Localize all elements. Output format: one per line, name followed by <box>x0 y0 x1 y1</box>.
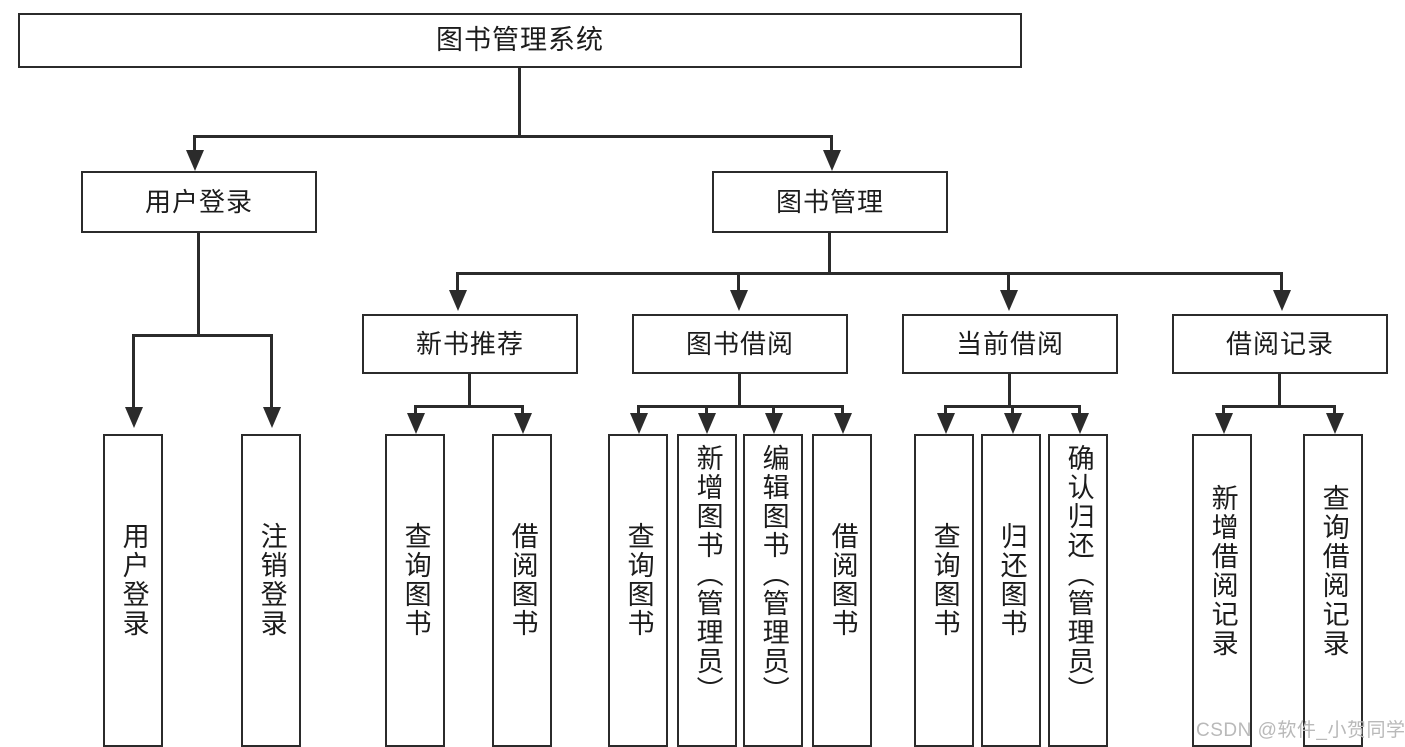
connector-bm-drop-4 <box>1280 272 1283 292</box>
connector-user-login-drop-1 <box>132 334 135 410</box>
arrow-icon-bb-child-4 <box>834 413 852 434</box>
connector-bb-drop-1 <box>637 405 640 419</box>
leaf-label: 查询借阅记录 <box>1318 484 1349 658</box>
arrow-icon-br-child-1 <box>1215 413 1233 434</box>
connector-bb-drop-2 <box>705 405 708 419</box>
arrow-icon-bb-child-3 <box>765 413 783 434</box>
leaf-label: 查询图书 <box>929 522 960 638</box>
leaf-query-book-nbr[interactable]: 查询图书 <box>385 434 445 747</box>
leaf-confirm-return-admin[interactable]: 确认归还（管理员） <box>1048 434 1108 747</box>
connector-root-stem <box>518 68 521 135</box>
arrow-icon-root-to-user-login <box>186 150 204 171</box>
leaf-edit-book-admin[interactable]: 编辑图书（管理员） <box>743 434 803 747</box>
leaf-label: 用户登录 <box>118 522 149 638</box>
leaf-logout[interactable]: 注销登录 <box>241 434 301 747</box>
connector-root-drop-2 <box>830 135 833 153</box>
arrow-icon-to-current-borrow <box>1000 290 1018 311</box>
node-label: 图书管理系统 <box>436 25 604 55</box>
connector-user-login-drop-2 <box>270 334 273 410</box>
connector-br-drop-1 <box>1222 405 1225 419</box>
leaf-label: 查询图书 <box>623 522 654 638</box>
connector-user-login-stem <box>197 233 200 334</box>
leaf-label: 借阅图书 <box>507 522 538 638</box>
arrow-icon-bb-child-2 <box>698 413 716 434</box>
connector-bm-drop-2 <box>737 272 740 292</box>
node-new-book-recommend[interactable]: 新书推荐 <box>362 314 578 374</box>
leaf-borrow-book-nbr[interactable]: 借阅图书 <box>492 434 552 747</box>
node-label: 借阅记录 <box>1225 329 1334 359</box>
arrow-icon-to-borrow-record <box>1273 290 1291 311</box>
connector-user-login-bar <box>132 334 273 337</box>
node-label: 图书借阅 <box>685 329 794 359</box>
node-label: 新书推荐 <box>415 329 524 359</box>
leaf-label: 新增借阅记录 <box>1207 484 1238 658</box>
connector-root-bar <box>193 135 833 138</box>
connector-nbr-stem <box>468 374 471 407</box>
arrow-icon-to-logout-leaf <box>263 407 281 428</box>
leaf-label: 确认归还（管理员） <box>1063 444 1094 705</box>
connector-cb-drop-1 <box>944 405 947 419</box>
leaf-label: 借阅图书 <box>827 522 858 638</box>
connector-bb-bar <box>637 405 844 408</box>
node-borrow-record[interactable]: 借阅记录 <box>1172 314 1388 374</box>
connector-br-stem <box>1278 374 1281 407</box>
connector-nbr-drop-2 <box>521 405 524 419</box>
arrow-icon-nbr-child-1 <box>407 413 425 434</box>
connector-cb-stem <box>1008 374 1011 407</box>
leaf-label: 新增图书（管理员） <box>692 444 723 705</box>
arrow-icon-nbr-child-2 <box>514 413 532 434</box>
connector-nbr-bar <box>414 405 524 408</box>
node-user-login[interactable]: 用户登录 <box>81 171 317 233</box>
leaf-query-borrow-record[interactable]: 查询借阅记录 <box>1303 434 1363 747</box>
connector-br-bar <box>1222 405 1336 408</box>
arrow-icon-bb-child-1 <box>630 413 648 434</box>
connector-nbr-drop-1 <box>414 405 417 419</box>
node-current-borrow[interactable]: 当前借阅 <box>902 314 1118 374</box>
arrow-icon-cb-child-1 <box>937 413 955 434</box>
arrow-icon-to-new-book-recommend <box>449 290 467 311</box>
leaf-query-book-cb[interactable]: 查询图书 <box>914 434 974 747</box>
leaf-borrow-book-bb[interactable]: 借阅图书 <box>812 434 872 747</box>
leaf-label: 编辑图书（管理员） <box>758 444 789 705</box>
connector-bb-drop-3 <box>772 405 775 419</box>
connector-book-management-stem <box>828 233 831 272</box>
connector-book-management-bar <box>456 272 1283 275</box>
node-book-management-system[interactable]: 图书管理系统 <box>18 13 1022 68</box>
node-label: 用户登录 <box>144 187 253 217</box>
leaf-label: 查询图书 <box>400 522 431 638</box>
arrow-icon-br-child-2 <box>1326 413 1344 434</box>
leaf-query-book-bb[interactable]: 查询图书 <box>608 434 668 747</box>
connector-br-drop-2 <box>1333 405 1336 419</box>
arrow-icon-to-user-login-leaf <box>125 407 143 428</box>
connector-bb-stem <box>738 374 741 407</box>
node-book-management[interactable]: 图书管理 <box>712 171 948 233</box>
node-book-borrow[interactable]: 图书借阅 <box>632 314 848 374</box>
leaf-label: 注销登录 <box>256 522 287 638</box>
leaf-return-book[interactable]: 归还图书 <box>981 434 1041 747</box>
node-label: 图书管理 <box>775 187 884 217</box>
arrow-icon-cb-child-3 <box>1071 413 1089 434</box>
watermark-text: CSDN @软件_小贺同学 <box>1196 720 1405 741</box>
connector-bm-drop-1 <box>456 272 459 292</box>
connector-cb-drop-3 <box>1078 405 1081 419</box>
connector-bb-drop-4 <box>841 405 844 419</box>
leaf-add-borrow-record[interactable]: 新增借阅记录 <box>1192 434 1252 747</box>
connector-root-drop-1 <box>193 135 196 153</box>
connector-cb-drop-2 <box>1011 405 1014 419</box>
node-label: 当前借阅 <box>955 329 1064 359</box>
arrow-icon-root-to-book-management <box>823 150 841 171</box>
leaf-label: 归还图书 <box>996 522 1027 638</box>
leaf-add-book-admin[interactable]: 新增图书（管理员） <box>677 434 737 747</box>
arrow-icon-cb-child-2 <box>1004 413 1022 434</box>
connector-bm-drop-3 <box>1007 272 1010 292</box>
arrow-icon-to-book-borrow <box>730 290 748 311</box>
leaf-user-login[interactable]: 用户登录 <box>103 434 163 747</box>
